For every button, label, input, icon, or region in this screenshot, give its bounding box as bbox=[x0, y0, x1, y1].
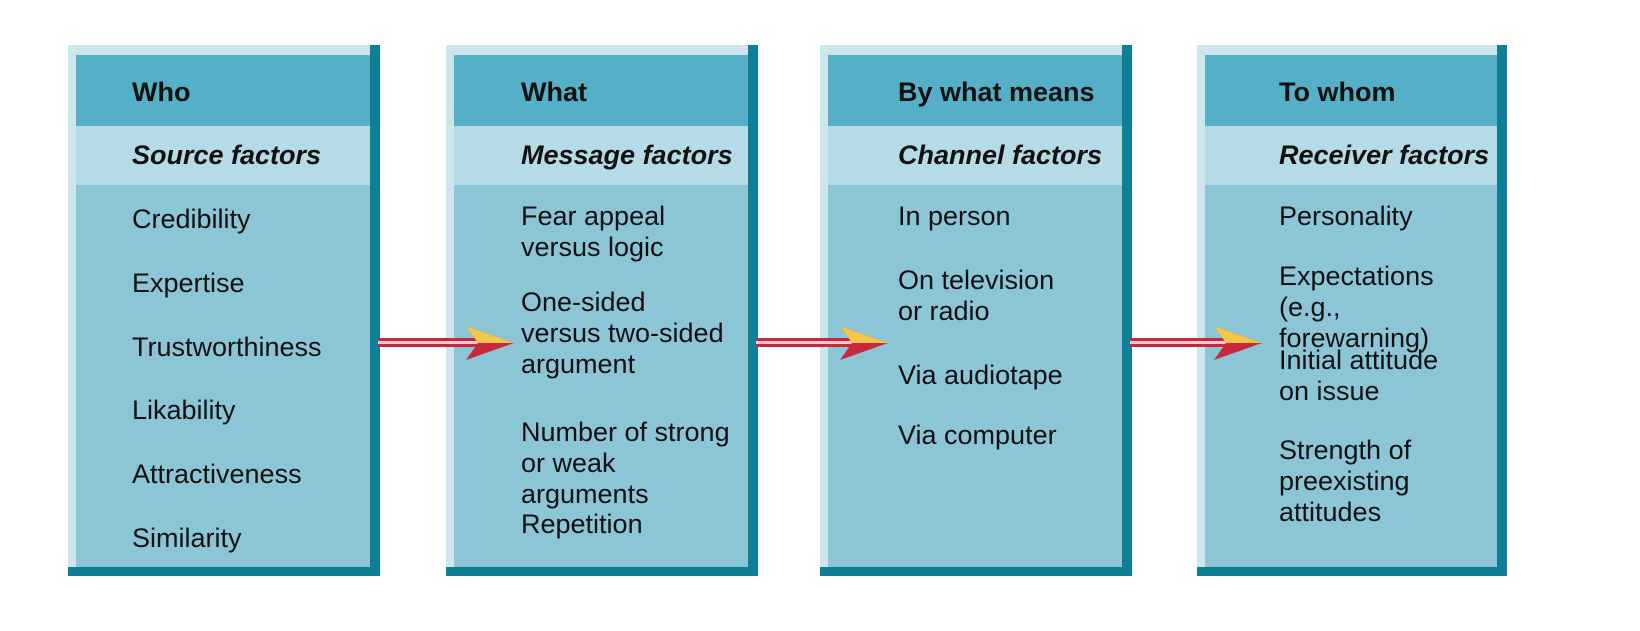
factor-item: Fear appeal versus logic bbox=[521, 201, 666, 262]
column-subheader: Source factors bbox=[76, 126, 370, 185]
panel-bevel bbox=[820, 45, 828, 576]
flow-arrow-icon bbox=[1130, 326, 1262, 360]
panel-bevel bbox=[446, 45, 454, 576]
column-header: What bbox=[454, 55, 748, 126]
column-subheader: Channel factors bbox=[828, 126, 1122, 185]
factor-item: Strength of preexisting attitudes bbox=[1279, 435, 1412, 527]
panel-face: Who Source factors Credibility Expertise… bbox=[76, 55, 370, 567]
column-header: To whom bbox=[1205, 55, 1497, 126]
panel-shadow bbox=[370, 45, 380, 576]
factor-item: Expectations (e.g., forewarning) bbox=[1279, 261, 1434, 353]
flow-arrow-icon bbox=[756, 326, 888, 360]
panel-shadow bbox=[446, 567, 758, 576]
panel-bevel bbox=[68, 45, 76, 576]
column-header: By what means bbox=[828, 55, 1122, 126]
factor-item: Personality bbox=[1279, 201, 1413, 231]
panel-face: To whom Receiver factors Personality Exp… bbox=[1205, 55, 1497, 567]
factor-item: One-sided versus two-sided argument bbox=[521, 287, 724, 379]
column-subheader: Receiver factors bbox=[1205, 126, 1497, 185]
factor-item: Similarity bbox=[132, 523, 242, 553]
factor-item: Repetition bbox=[521, 509, 643, 539]
column-header: Who bbox=[76, 55, 370, 126]
panel-shadow bbox=[68, 567, 380, 576]
factor-item: Initial attitude on issue bbox=[1279, 345, 1439, 406]
factor-item: Via audiotape bbox=[898, 360, 1063, 390]
panel-bevel bbox=[820, 45, 1132, 55]
panel-shadow bbox=[820, 567, 1132, 576]
flow-arrow-icon bbox=[378, 326, 514, 360]
panel-shadow bbox=[1497, 45, 1507, 576]
panel-source: Who Source factors Credibility Expertise… bbox=[68, 45, 380, 576]
panel-face: What Message factors Fear appeal versus … bbox=[454, 55, 748, 567]
panel-bevel bbox=[446, 45, 758, 55]
panel-face: By what means Channel factors In person … bbox=[828, 55, 1122, 567]
factor-item: On television or radio bbox=[898, 265, 1055, 326]
factor-item: Trustworthiness bbox=[132, 332, 322, 362]
panel-shadow bbox=[1122, 45, 1132, 576]
panel-channel: By what means Channel factors In person … bbox=[820, 45, 1132, 576]
column-subheader: Message factors bbox=[454, 126, 748, 185]
factor-item: In person bbox=[898, 201, 1011, 231]
factor-item: Number of strong or weak arguments bbox=[521, 417, 730, 509]
factor-item: Attractiveness bbox=[132, 459, 302, 489]
factor-item: Expertise bbox=[132, 268, 245, 298]
factor-item: Likability bbox=[132, 395, 236, 425]
panel-bevel bbox=[68, 45, 380, 55]
panel-shadow bbox=[748, 45, 758, 576]
factor-item: Credibility bbox=[132, 204, 251, 234]
panel-receiver: To whom Receiver factors Personality Exp… bbox=[1197, 45, 1507, 576]
factor-item: Via computer bbox=[898, 420, 1057, 450]
panel-message: What Message factors Fear appeal versus … bbox=[446, 45, 758, 576]
panel-bevel bbox=[1197, 45, 1205, 576]
panel-bevel bbox=[1197, 45, 1507, 55]
panel-shadow bbox=[1197, 567, 1507, 576]
